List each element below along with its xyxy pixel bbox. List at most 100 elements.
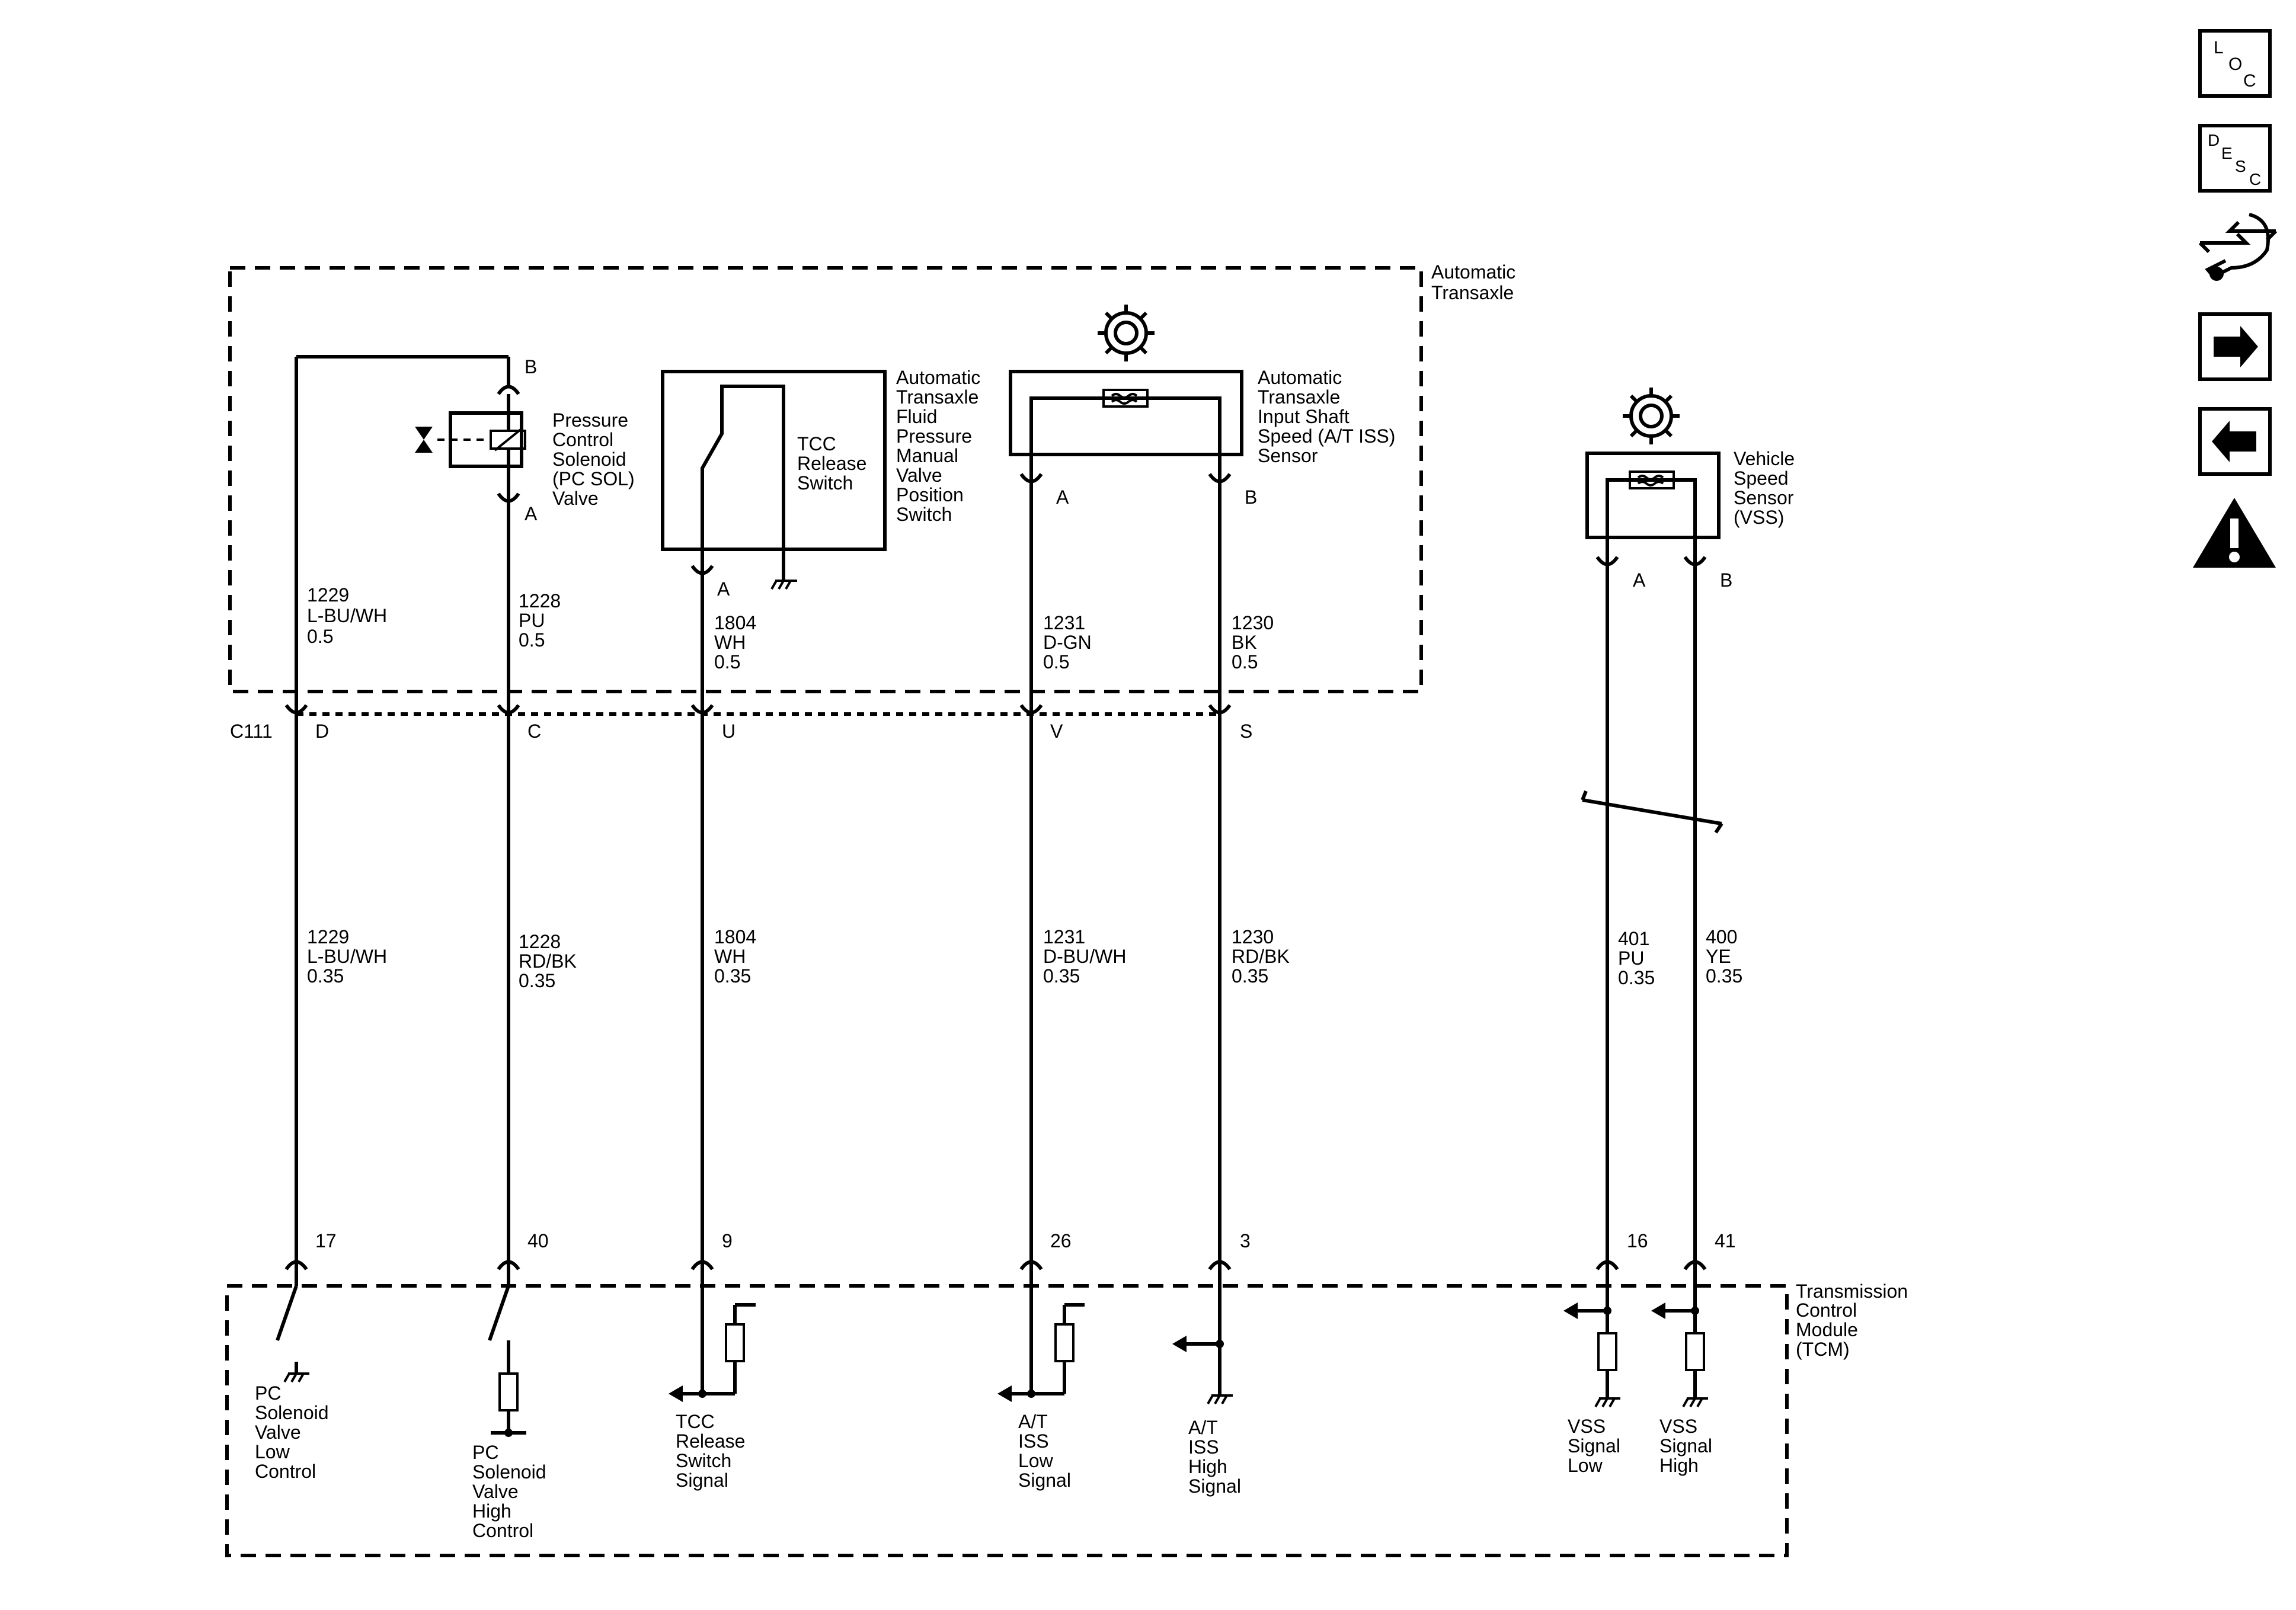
- tcc-switch-label: Release: [797, 453, 866, 474]
- tcm-circuit-label: Switch: [676, 1450, 731, 1471]
- fluid-switch-label: Pressure: [896, 425, 972, 447]
- wire-label: PU: [1618, 948, 1644, 969]
- pc-sol-label: (PC SOL): [552, 468, 635, 489]
- wire-label: 1230: [1232, 926, 1274, 948]
- vss-sensor-box: [1585, 452, 1721, 539]
- iss-sensor-label: Speed (A/T ISS): [1258, 425, 1395, 447]
- iss-sensor-element: [1102, 389, 1149, 408]
- automatic-transaxle-label: Automatic: [1431, 261, 1515, 283]
- iss-terminal-a: [1019, 473, 1043, 484]
- tcm-pin-label: 16: [1627, 1230, 1648, 1251]
- pc-sol-label: Valve: [552, 488, 599, 509]
- connector-tool-icon: [2198, 213, 2278, 281]
- vss-terminal-a: [1595, 556, 1619, 566]
- ground-icon: [770, 580, 797, 590]
- fluid-switch-label: Transaxle: [896, 386, 978, 408]
- description-button[interactable]: D E S C: [2198, 124, 2272, 193]
- iss-pin-a: A: [1056, 486, 1069, 508]
- wire-label: 1229: [307, 584, 349, 606]
- tcm-circuit-label: Low: [1018, 1450, 1054, 1471]
- tcm-terminal-40: [497, 1260, 520, 1270]
- pc-low-driver-switch: [276, 1285, 298, 1341]
- nav-toolbar: L O C D E S C: [2193, 29, 2278, 568]
- vss-sensor-label: (VSS): [1734, 507, 1784, 528]
- c111-terminal-c: [497, 704, 520, 715]
- tcm-circuit-label: PC: [255, 1382, 281, 1404]
- ground-icon: [283, 1372, 309, 1382]
- iss-pin-b: B: [1245, 486, 1257, 508]
- wire-label: 1231: [1043, 926, 1085, 948]
- tcm-circuit-label: Signal: [1659, 1435, 1712, 1457]
- iss-terminal-b: [1208, 473, 1232, 484]
- resistor: [498, 1372, 519, 1411]
- connector-end-view-button[interactable]: [2198, 213, 2278, 281]
- tcm-circuit-label: High: [1188, 1456, 1227, 1477]
- pc-sol-coil-slash: [494, 427, 524, 452]
- tcm-circuit-label: Valve: [255, 1422, 301, 1443]
- tcm-circuit-label: Signal: [1018, 1470, 1071, 1491]
- vss-sensor: A B Vehicle Speed Sensor (VSS): [1585, 388, 1795, 591]
- tcm-circuit-label: Solenoid: [472, 1461, 546, 1483]
- loc-letter: C: [2243, 71, 2256, 91]
- c111-pin-label: U: [722, 721, 736, 742]
- tcm-circuit-label: High: [1659, 1455, 1699, 1476]
- iss-sensor-label: Input Shaft: [1258, 406, 1350, 427]
- next-page-button[interactable]: [2198, 312, 2272, 381]
- wire-label: D-BU/WH: [1043, 946, 1126, 967]
- tcm-circuit-label: Signal: [1188, 1475, 1241, 1497]
- vss-sensor-label: Vehicle: [1734, 448, 1795, 469]
- location-button[interactable]: L O C: [2198, 29, 2272, 98]
- signal-arrow-icon: [1172, 1336, 1187, 1352]
- c111-terminal-u: [690, 704, 714, 715]
- wire-label: 0.5: [1232, 651, 1258, 673]
- tcm-internals: PC Solenoid Valve Low Control PC Solenoi…: [255, 1271, 1712, 1541]
- pc-high-driver-switch: [488, 1285, 510, 1341]
- pc-sol-label: Control: [552, 429, 613, 450]
- pc-sol-terminal-b: [497, 385, 520, 395]
- caution-button[interactable]: [2193, 498, 2276, 568]
- fluid-switch-terminal-a: [690, 565, 714, 575]
- iss-sensor-label: Automatic: [1258, 367, 1342, 388]
- wire-label: 0.35: [1232, 965, 1268, 987]
- wire-label: 1804: [714, 612, 756, 633]
- tcm-circuit-label: Low: [1568, 1455, 1603, 1476]
- loc-letter: O: [2228, 55, 2242, 74]
- tcm-terminal-41: [1683, 1260, 1707, 1270]
- automatic-transaxle-boundary: [228, 266, 1423, 693]
- iss-sensor-box: [1009, 370, 1243, 456]
- iss-sensor-label: Sensor: [1258, 445, 1318, 466]
- pc-sol-valve-icon: [415, 427, 433, 453]
- c111-terminal-s: [1208, 704, 1232, 715]
- tcm-pin-label: 41: [1715, 1230, 1736, 1251]
- wire-label: RD/BK: [519, 950, 577, 972]
- wire-label: 0.35: [307, 965, 344, 987]
- wire-label: L-BU/WH: [307, 946, 387, 967]
- arrow-left-icon: [2212, 421, 2256, 462]
- vss-sensor-element: [1629, 470, 1675, 489]
- fluid-switch-label: Switch: [896, 504, 952, 525]
- wire-label: D-GN: [1043, 632, 1092, 653]
- desc-letter: E: [2221, 144, 2233, 162]
- c111-pin-label: C: [527, 721, 541, 742]
- arrow-right-icon: [2214, 326, 2258, 367]
- gear-icon: [1098, 305, 1155, 361]
- iss-sensor: A B Automatic Transaxle Input Shaft Spee…: [1009, 305, 1395, 508]
- wire-label: 1230: [1232, 612, 1274, 633]
- gear-icon: [1623, 388, 1680, 444]
- ground-icon: [1207, 1394, 1233, 1404]
- desc-letter: S: [2235, 157, 2246, 175]
- wire-label: PU: [519, 610, 545, 631]
- tcc-switch-label: Switch: [797, 472, 853, 494]
- twisted-pair-marker: [1582, 798, 1722, 825]
- tcm-circuit-label: Signal: [676, 1470, 728, 1491]
- vss-terminal-b: [1683, 556, 1707, 566]
- wire-label: 0.35: [1618, 967, 1655, 988]
- resistor: [1597, 1332, 1617, 1371]
- c111-pin-label: V: [1050, 721, 1063, 742]
- resistor: [1685, 1332, 1705, 1371]
- tcm-terminal-17: [284, 1260, 308, 1270]
- previous-page-button[interactable]: [2198, 407, 2272, 476]
- ground-icon: [1682, 1397, 1708, 1407]
- upper-wire-labels: 1229 L-BU/WH 0.5 1228 PU 0.5 1804 WH 0.5…: [307, 584, 1274, 673]
